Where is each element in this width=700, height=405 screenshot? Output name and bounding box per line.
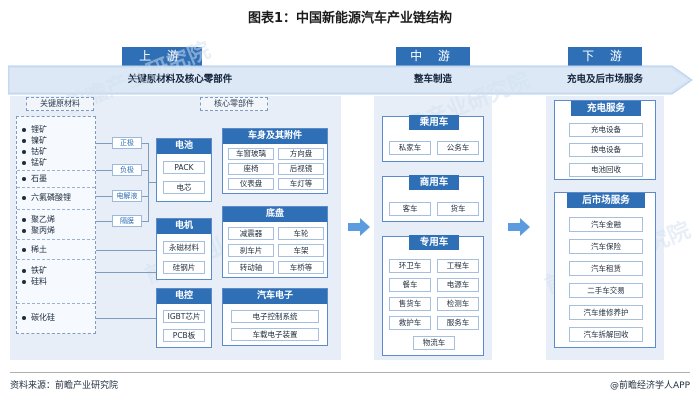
electrolyte-tag: 电解液: [112, 190, 142, 202]
source-note: 资料来源：前瞻产业研究院: [10, 381, 119, 391]
footer-divider: [10, 372, 690, 373]
motor-item: 永磁材料: [163, 241, 205, 254]
charging-service-item: 充电设备: [569, 123, 643, 137]
chassis-title: 底盘: [223, 207, 327, 222]
special-vehicle-item: 服务车: [437, 316, 479, 330]
battery-box: 电池 PACK 电芯: [156, 138, 212, 202]
charging-service-title: 充电服务: [571, 101, 641, 116]
downstream-tag: 下 游: [568, 47, 642, 66]
aftermarket-service-item: 汽车维修养护: [569, 305, 643, 320]
arrow-right-icon: [508, 218, 530, 236]
special-vehicle-item: 餐车: [389, 278, 431, 292]
electronics-title: 汽车电子: [223, 289, 327, 304]
midstream-label: 整车制造: [413, 74, 452, 85]
list-item: 聚乙烯: [22, 215, 55, 225]
body-item: 座椅: [228, 163, 274, 175]
motor-box: 电机 永磁材料 硅钢片: [156, 218, 212, 280]
special-vehicle-item: 售货车: [389, 297, 431, 311]
body-item: 仪表盘: [228, 178, 274, 190]
battery-item: PACK: [163, 161, 205, 174]
body-item: 方向盘: [278, 148, 324, 160]
list-item: 稀土: [22, 245, 47, 255]
charging-service-item: 电池回收: [569, 163, 643, 177]
list-item: 碳化硅: [22, 313, 55, 323]
control-item: PCB板: [163, 329, 205, 342]
passenger-car-item: 公务车: [437, 141, 479, 155]
list-item: 镍矿: [22, 136, 47, 146]
body-title: 车身及其附件: [223, 129, 327, 144]
special-vehicle-title: 专用车: [409, 235, 459, 250]
raw-materials-list: 锂矿 镍矿 钴矿 锰矿 石墨 六氟磷酸锂 聚乙烯 聚丙烯 稀土 铁矿 硅料 碳化…: [16, 116, 96, 334]
electronics-item: 电子控制系统: [231, 310, 319, 323]
flow-arrow-band: [8, 65, 693, 95]
arrow-right-icon: [348, 218, 370, 236]
list-item: 铁矿: [22, 266, 47, 276]
chassis-item: 转动轴: [228, 261, 274, 274]
aftermarket-service-item: 汽车租赁: [569, 261, 643, 276]
charging-service-box: 充电服务 充电设备 换电设备 电池回收: [554, 100, 656, 180]
chassis-item: 减震器: [228, 227, 274, 240]
battery-title: 电池: [157, 139, 211, 154]
aftermarket-service-item: 二手车交易: [569, 283, 643, 298]
commercial-vehicle-item: 货车: [437, 202, 479, 216]
list-item: 聚丙烯: [22, 226, 55, 236]
control-box: 电控 IGBT芯片 PCB板: [156, 288, 212, 348]
list-item: 钴矿: [22, 147, 47, 157]
aftermarket-service-item: 汽车保险: [569, 239, 643, 254]
body-item: 后视镜: [278, 163, 324, 175]
list-item: 锰矿: [22, 158, 47, 168]
electronics-box: 汽车电子 电子控制系统 车载电子装置: [222, 288, 328, 346]
motor-title: 电机: [157, 219, 211, 234]
control-title: 电控: [157, 289, 211, 304]
brand-credit: @前瞻经济学人APP: [609, 381, 690, 391]
commercial-vehicle-item: 客车: [389, 202, 431, 216]
passenger-car-item: 私家车: [389, 141, 431, 155]
list-item: 石墨: [22, 174, 47, 184]
charging-service-item: 换电设备: [569, 143, 643, 157]
upstream-label: 关键原材料及核心零部件: [127, 74, 233, 85]
chassis-box: 底盘 减震器 车轮 刹车片 车架 转动轴 车桥等: [222, 206, 328, 278]
special-vehicle-item: 电源车: [437, 278, 479, 292]
core-parts-header: 核心零部件: [200, 97, 268, 111]
raw-materials-header: 关键原材料: [26, 97, 94, 111]
aftermarket-service-item: 汽车拆解回收: [569, 327, 643, 342]
body-item: 车灯等: [278, 178, 324, 190]
special-vehicle-box: 专用车 环卫车 工程车 餐车 电源车 售货车 检测车 救护车 服务车 物流车: [382, 235, 484, 356]
special-vehicle-item: 环卫车: [389, 259, 431, 273]
chassis-item: 车架: [278, 244, 324, 257]
midstream-tag: 中 游: [396, 47, 470, 66]
electronics-item: 车载电子装置: [231, 328, 319, 341]
chassis-item: 车桥等: [278, 261, 324, 274]
anode-tag: 负极: [112, 164, 142, 176]
chassis-item: 刹车片: [228, 244, 274, 257]
battery-item: 电芯: [163, 181, 205, 194]
list-item: 硅料: [22, 277, 47, 287]
aftermarket-service-title: 后市场服务: [567, 193, 645, 208]
special-vehicle-item: 检测车: [437, 297, 479, 311]
special-vehicle-item: 物流车: [413, 336, 455, 350]
list-item: 锂矿: [22, 125, 47, 135]
commercial-vehicle-title: 商用车: [409, 175, 459, 190]
chassis-item: 车轮: [278, 227, 324, 240]
special-vehicle-item: 救护车: [389, 316, 431, 330]
passenger-car-box: 乘用车 私家车 公务车: [382, 115, 484, 162]
control-item: IGBT芯片: [163, 310, 205, 323]
aftermarket-service-item: 汽车金融: [569, 217, 643, 232]
separator-tag: 隔膜: [112, 215, 142, 227]
body-item: 车窗玻璃: [228, 148, 274, 160]
chart-title: 图表1：中国新能源汽车产业链结构: [247, 11, 453, 26]
passenger-car-title: 乘用车: [409, 115, 459, 130]
commercial-vehicle-box: 商用车 客车 货车: [382, 175, 484, 222]
motor-item: 硅钢片: [163, 261, 205, 274]
upstream-tag: 上 游: [122, 47, 202, 66]
aftermarket-service-box: 后市场服务 汽车金融 汽车保险 汽车租赁 二手车交易 汽车维修养护 汽车拆解回收: [554, 192, 656, 348]
body-box: 车身及其附件 车窗玻璃 方向盘 座椅 后视镜 仪表盘 车灯等: [222, 128, 328, 194]
downstream-label: 充电及后市场服务: [566, 74, 643, 85]
list-item: 六氟磷酸锂: [22, 193, 71, 203]
special-vehicle-item: 工程车: [437, 259, 479, 273]
cathode-tag: 正极: [112, 137, 142, 149]
